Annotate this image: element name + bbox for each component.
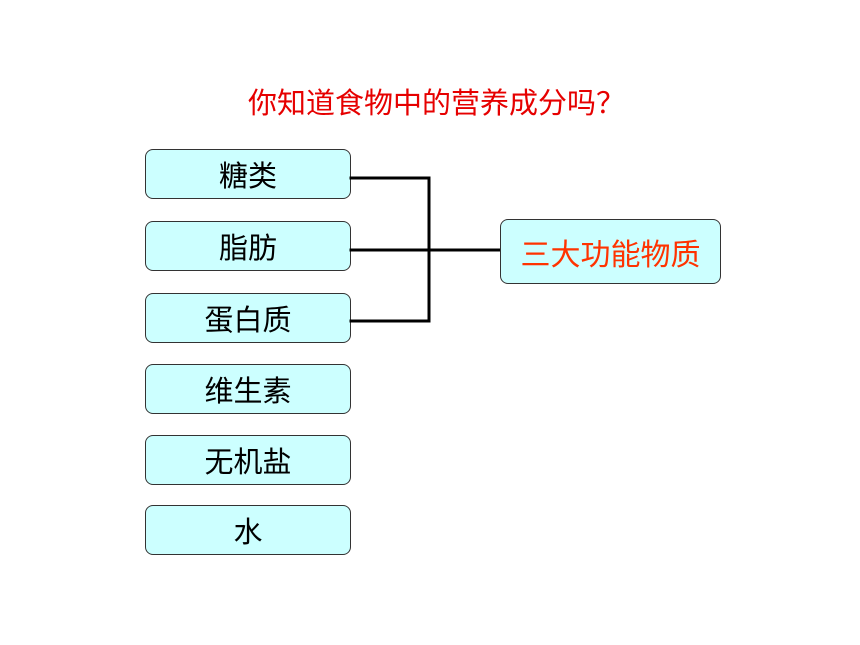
nutrient-box-water: 水 — [145, 505, 351, 555]
nutrient-box-carbohydrate: 糖类 — [145, 149, 351, 199]
three-energy-nutrients-box: 三大功能物质 — [500, 219, 721, 284]
nutrient-box-vitamin: 维生素 — [145, 364, 351, 414]
nutrient-box-protein: 蛋白质 — [145, 293, 351, 343]
nutrient-box-mineral: 无机盐 — [145, 435, 351, 485]
page-title: 你知道食物中的营养成分吗？ — [248, 86, 626, 120]
nutrient-box-fat: 脂肪 — [145, 221, 351, 271]
